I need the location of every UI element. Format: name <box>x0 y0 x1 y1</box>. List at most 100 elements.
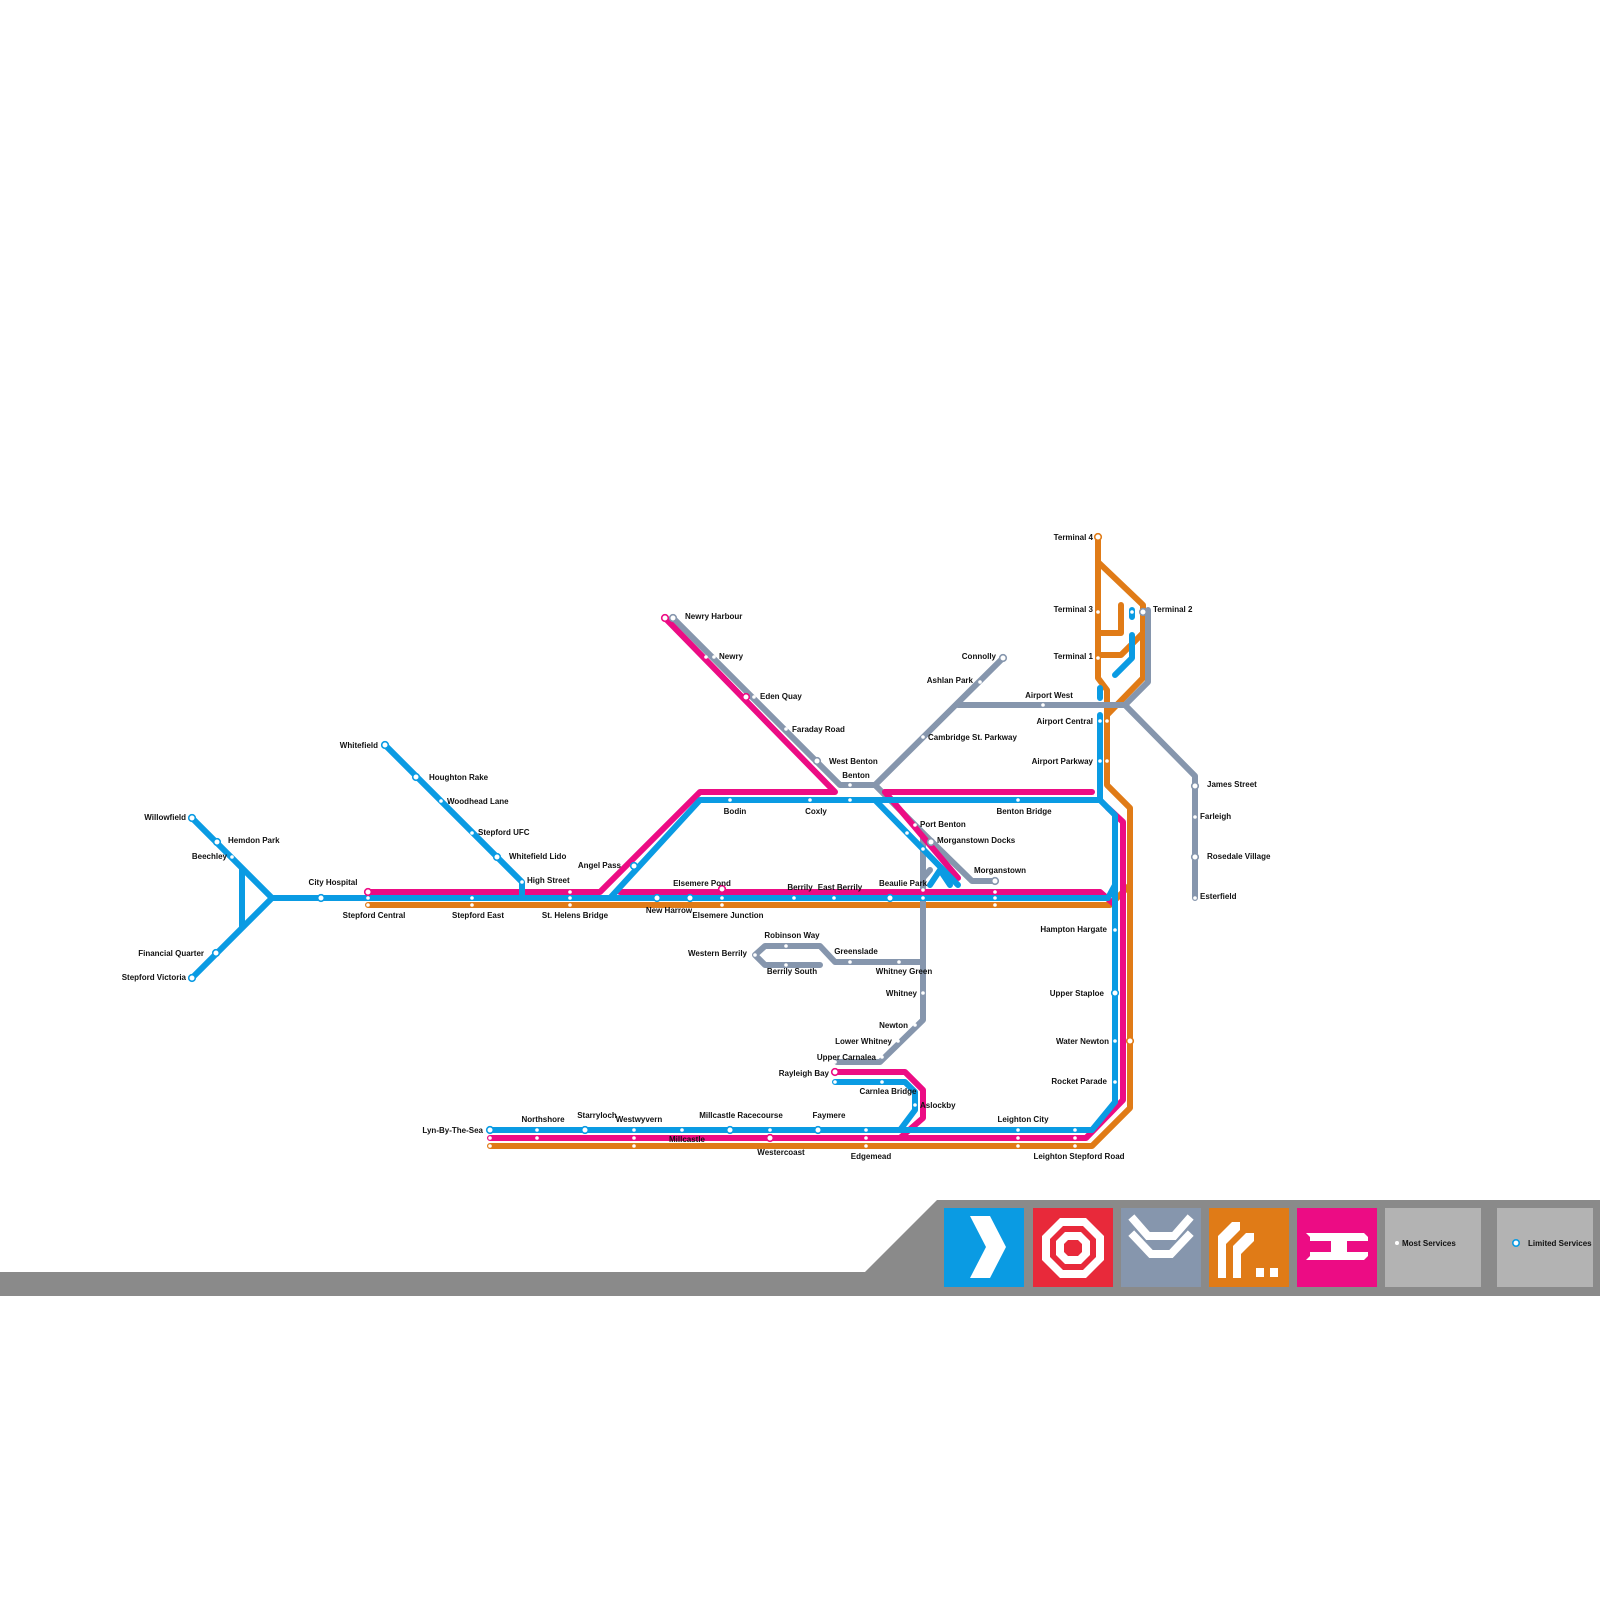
label-beechley[interactable]: Beechley <box>192 852 228 861</box>
station-dot-marker[interactable] <box>921 888 925 892</box>
label-woodhead-lane[interactable]: Woodhead Lane <box>447 797 509 806</box>
label-greenslade[interactable]: Greenslade <box>834 947 878 956</box>
label-hampton-hargate[interactable]: Hampton Hargate <box>1040 925 1107 934</box>
station-dot-marker[interactable] <box>1130 610 1134 614</box>
station-ring-marker[interactable] <box>812 756 822 766</box>
station-dot-marker[interactable] <box>1193 815 1197 819</box>
station-dot-marker[interactable] <box>1113 928 1117 932</box>
label-east-berrily[interactable]: East Berrily <box>818 883 863 892</box>
station-dot-marker[interactable] <box>1096 610 1100 614</box>
station-dot-marker[interactable] <box>833 1060 837 1064</box>
line-icon-magenta[interactable] <box>1297 1208 1377 1287</box>
station-dot-marker[interactable] <box>880 1055 884 1059</box>
label-millcastle[interactable]: Millcastle <box>669 1135 706 1144</box>
station-dot-marker[interactable] <box>880 1080 884 1084</box>
label-new-harrow[interactable]: New Harrow <box>646 906 693 915</box>
label-benton[interactable]: Benton <box>842 771 870 780</box>
station-dot-marker[interactable] <box>905 831 909 835</box>
station-dot-marker[interactable] <box>848 798 852 802</box>
station-ring-marker[interactable] <box>1125 1036 1135 1046</box>
station-dot-marker[interactable] <box>792 896 796 900</box>
station-dot-marker[interactable] <box>1096 656 1100 660</box>
station-dot-marker[interactable] <box>1073 1128 1077 1132</box>
station-dot-marker[interactable] <box>470 896 474 900</box>
label-newton[interactable]: Newton <box>879 1021 908 1030</box>
station-ring-marker[interactable] <box>685 893 695 903</box>
station-ring-marker[interactable] <box>363 887 373 897</box>
label-farleigh[interactable]: Farleigh <box>1200 812 1231 821</box>
station-ring-marker[interactable] <box>660 613 670 623</box>
label-high-street[interactable]: High Street <box>527 876 570 885</box>
label-northshore[interactable]: Northshore <box>521 1115 565 1124</box>
station-dot-marker[interactable] <box>921 991 925 995</box>
station-dot-marker[interactable] <box>921 735 925 739</box>
station-dot-marker[interactable] <box>921 847 925 851</box>
station-ring-marker[interactable] <box>211 948 221 958</box>
label-western-berrily[interactable]: Western Berrily <box>688 949 748 958</box>
station-dot-marker[interactable] <box>520 880 524 884</box>
label-st-helens-bridge[interactable]: St. Helens Bridge <box>542 911 609 920</box>
station-dot-marker[interactable] <box>568 890 572 894</box>
label-westwyvern[interactable]: Westwyvern <box>616 1115 663 1124</box>
station-dot-marker[interactable] <box>720 903 724 907</box>
station-dot-marker[interactable] <box>632 1144 636 1148</box>
label-willowfield[interactable]: Willowfield <box>144 813 186 822</box>
station-dot-marker[interactable] <box>753 953 757 957</box>
station-dot-marker[interactable] <box>864 1128 868 1132</box>
label-benton-bridge[interactable]: Benton Bridge <box>996 807 1052 816</box>
label-terminal2[interactable]: Terminal 2 <box>1153 605 1193 614</box>
station-dot-marker[interactable] <box>848 783 852 787</box>
station-dot-marker[interactable] <box>470 831 474 835</box>
label-berrily-south[interactable]: Berrily South <box>767 967 817 976</box>
station-dot-marker[interactable] <box>913 1023 917 1027</box>
station-dot-marker[interactable] <box>1098 719 1102 723</box>
station-ring-marker[interactable] <box>668 613 678 623</box>
label-terminal1[interactable]: Terminal 1 <box>1054 652 1094 661</box>
station-dot-marker[interactable] <box>784 727 788 731</box>
label-port-benton[interactable]: Port Benton <box>920 820 966 829</box>
station-dot-marker[interactable] <box>832 896 836 900</box>
station-ring-marker[interactable] <box>741 692 751 702</box>
station-dot-marker[interactable] <box>993 903 997 907</box>
label-airport-west[interactable]: Airport West <box>1025 691 1073 700</box>
station-ring-marker[interactable] <box>580 1125 590 1135</box>
label-rosedale-village[interactable]: Rosedale Village <box>1207 852 1271 861</box>
label-ashlan-park[interactable]: Ashlan Park <box>927 676 974 685</box>
label-stepford-ufc[interactable]: Stepford UFC <box>478 828 530 837</box>
station-dot-marker[interactable] <box>897 960 901 964</box>
label-leighton-city[interactable]: Leighton City <box>997 1115 1049 1124</box>
station-dot-marker[interactable] <box>680 1128 684 1132</box>
label-whitefield-lido[interactable]: Whitefield Lido <box>509 852 566 861</box>
station-ring-marker[interactable] <box>187 973 197 983</box>
station-dot-marker[interactable] <box>1016 1128 1020 1132</box>
label-edgemead[interactable]: Edgemead <box>851 1152 892 1161</box>
station-dot-marker[interactable] <box>535 1136 539 1140</box>
label-aslockby[interactable]: Aslockby <box>920 1101 956 1110</box>
label-bodin[interactable]: Bodin <box>724 807 747 816</box>
label-airport-parkway[interactable]: Airport Parkway <box>1032 757 1094 766</box>
label-stepford-central[interactable]: Stepford Central <box>343 911 406 920</box>
station-dot-marker[interactable] <box>896 1039 900 1043</box>
station-dot-marker[interactable] <box>366 896 370 900</box>
station-ring-marker[interactable] <box>485 1125 495 1135</box>
station-dot-marker[interactable] <box>1016 798 1020 802</box>
label-hemdon-park[interactable]: Hemdon Park <box>228 836 280 845</box>
station-dot-marker[interactable] <box>1105 719 1109 723</box>
station-dot-marker[interactable] <box>1073 1144 1077 1148</box>
label-water-newton[interactable]: Water Newton <box>1056 1037 1109 1046</box>
station-ring-marker[interactable] <box>380 740 390 750</box>
station-ring-marker[interactable] <box>316 893 326 903</box>
label-carnlea-bridge[interactable]: Carnlea Bridge <box>860 1087 917 1096</box>
label-stepford-victoria[interactable]: Stepford Victoria <box>122 973 187 982</box>
label-morganstown[interactable]: Morganstown <box>974 866 1026 875</box>
label-beaulie-park[interactable]: Beaulie Park <box>879 879 928 888</box>
station-dot-marker[interactable] <box>993 890 997 894</box>
label-faraday-road[interactable]: Faraday Road <box>792 725 845 734</box>
label-rocket-parade[interactable]: Rocket Parade <box>1051 1077 1107 1086</box>
station-ring-marker[interactable] <box>885 893 895 903</box>
station-dot-marker[interactable] <box>864 1144 868 1148</box>
station-dot-marker[interactable] <box>535 1128 539 1132</box>
label-houghton-rake[interactable]: Houghton Rake <box>429 773 489 782</box>
label-city-hospital[interactable]: City Hospital <box>309 878 358 887</box>
station-dot-marker[interactable] <box>784 944 788 948</box>
